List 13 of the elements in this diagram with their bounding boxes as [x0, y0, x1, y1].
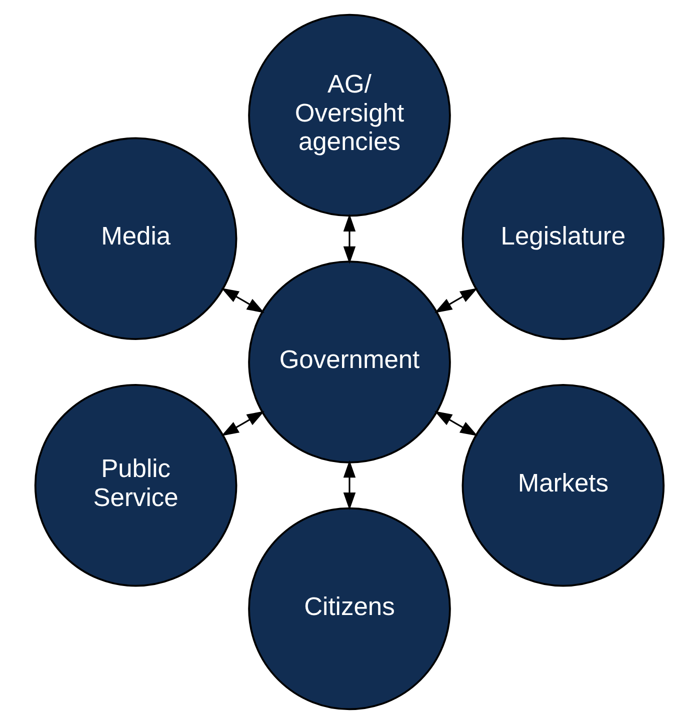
- node-circle: Citizens: [248, 507, 451, 710]
- arrow: [343, 460, 356, 510]
- arrow: [343, 214, 356, 264]
- arrow: [221, 411, 265, 436]
- node-circle: Legislature: [462, 137, 665, 340]
- arrow: [221, 288, 265, 313]
- arrow: [434, 411, 478, 436]
- arrow: [434, 288, 478, 313]
- node-circle: AG/ Oversight agencies: [248, 14, 451, 217]
- node-circle: Media: [34, 137, 238, 340]
- node-circle: Public Service: [34, 384, 238, 587]
- node-circle: Government: [248, 260, 451, 464]
- node-circle: Markets: [462, 384, 665, 587]
